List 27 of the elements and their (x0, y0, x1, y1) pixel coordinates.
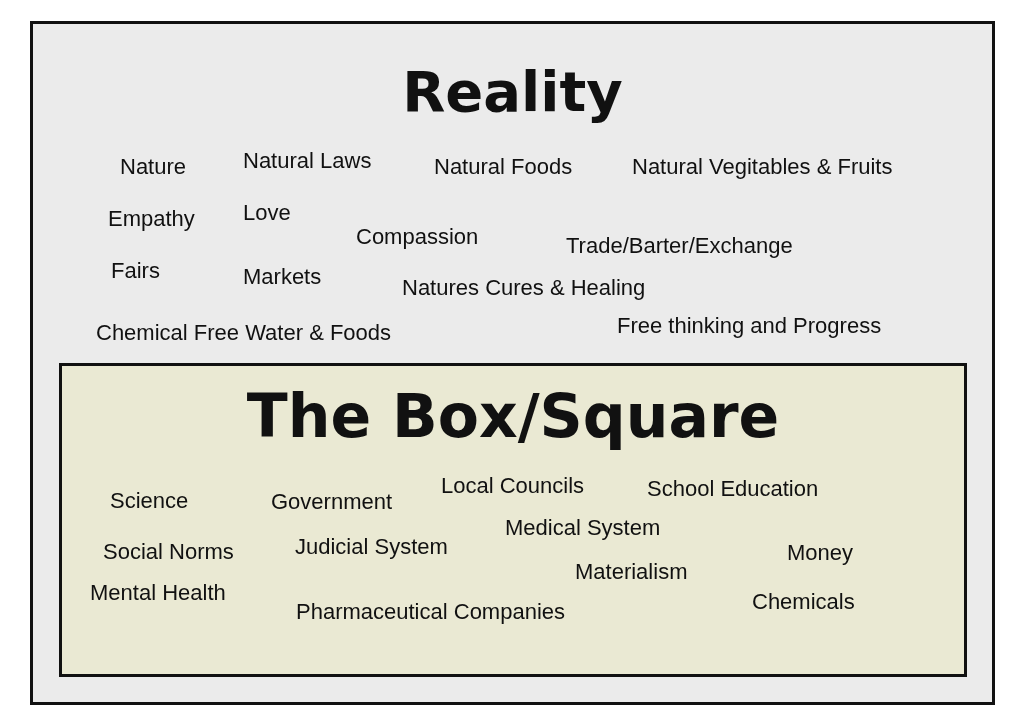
concept-word: Natural Laws (243, 150, 372, 172)
concept-word: Money (787, 542, 854, 564)
box-panel (59, 363, 967, 677)
concept-word: Materialism (575, 561, 688, 583)
concept-word: Medical System (505, 517, 661, 539)
reality-panel (30, 21, 995, 705)
concept-word: School Education (647, 478, 819, 500)
concept-word: Trade/Barter/Exchange (566, 235, 793, 257)
concept-word: Compassion (356, 226, 479, 248)
concept-word: Science (110, 490, 189, 512)
concept-word: Chemical Free Water & Foods (96, 322, 392, 344)
concept-word: Natural Vegitables & Fruits (632, 156, 893, 178)
concept-word: Natures Cures & Healing (402, 277, 646, 299)
concept-word: Empathy (108, 208, 195, 230)
concept-word: Natural Foods (434, 156, 573, 178)
concept-word: Fairs (111, 260, 160, 282)
concept-word: Mental Health (90, 582, 226, 604)
concept-word: Markets (243, 266, 322, 288)
concept-word: Free thinking and Progress (617, 315, 882, 337)
concept-word: Local Councils (441, 475, 585, 497)
concept-word: Government (271, 491, 393, 513)
concept-word: Social Norms (103, 541, 234, 563)
concept-word: Judicial System (295, 536, 448, 558)
concept-word: Love (243, 202, 291, 224)
concept-word: Chemicals (752, 591, 855, 613)
concept-word: Nature (120, 156, 187, 178)
concept-word: Pharmaceutical Companies (296, 601, 566, 623)
